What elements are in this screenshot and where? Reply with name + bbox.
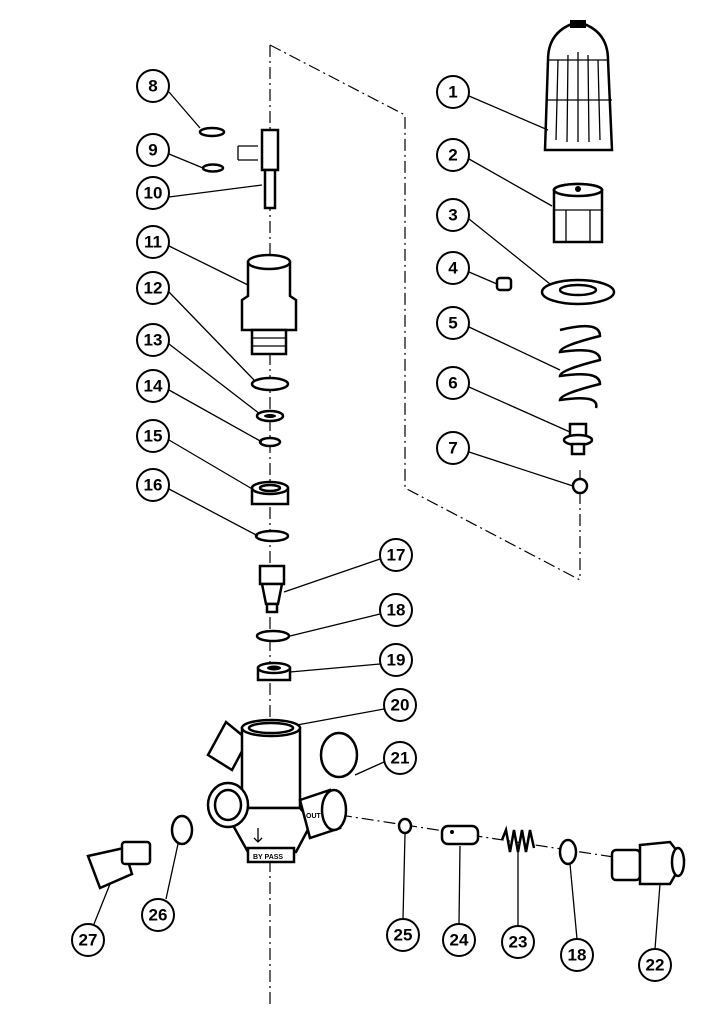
part-3-washer (540, 278, 616, 306)
svg-text:27: 27 (79, 931, 98, 950)
part-25-washer (397, 817, 413, 835)
part-24-piston (440, 824, 480, 846)
part-20-valve-body: OUT BY PASS (206, 718, 348, 864)
callout-17: 17 (379, 538, 413, 572)
callout-5: 5 (436, 306, 470, 340)
callout-23: 23 (501, 925, 535, 959)
svg-text:7: 7 (448, 439, 457, 458)
svg-text:11: 11 (144, 233, 162, 252)
svg-text:14: 14 (144, 377, 163, 396)
part-14-disc (258, 436, 282, 448)
part-16-o-ring (254, 529, 290, 543)
bypass-marking: BY PASS (253, 854, 283, 861)
callout-1: 1 (436, 75, 470, 109)
callout-3: 3 (436, 198, 470, 232)
callout-19: 19 (379, 643, 413, 677)
part-5-spring (558, 324, 602, 409)
callout-9: 9 (136, 133, 170, 167)
callout-26: 26 (141, 898, 175, 932)
part-11-valve-seat-housing (240, 253, 298, 356)
svg-text:23: 23 (509, 933, 528, 952)
svg-text:13: 13 (144, 331, 163, 350)
svg-text:12: 12 (144, 279, 163, 298)
callouts: 1 2 3 4 5 6 7 8 9 10 11 12 13 14 15 16 1… (71, 69, 672, 982)
part-17-valve (258, 564, 286, 614)
part-6-piston (562, 422, 594, 456)
svg-text:15: 15 (144, 427, 163, 446)
svg-text:1: 1 (448, 83, 457, 102)
part-13-washer (255, 409, 285, 423)
part-10-stem (237, 128, 280, 210)
svg-text:17: 17 (387, 546, 406, 565)
callout-25: 25 (386, 918, 420, 952)
part-18-o-ring-lower (558, 838, 578, 866)
outlet-marking: OUT (306, 813, 322, 820)
callout-6: 6 (436, 366, 470, 400)
svg-text:20: 20 (391, 696, 410, 715)
svg-text:18: 18 (387, 601, 406, 620)
svg-text:26: 26 (149, 906, 168, 925)
callout-7: 7 (436, 431, 470, 465)
callout-15: 15 (136, 419, 170, 453)
callout-4: 4 (436, 251, 470, 285)
callout-27: 27 (71, 923, 105, 957)
part-2-adjuster-nut (552, 182, 604, 244)
svg-text:9: 9 (148, 141, 157, 160)
callout-22: 22 (638, 948, 672, 982)
part-21-o-ring (319, 731, 359, 779)
svg-text:6: 6 (448, 374, 457, 393)
part-26-o-ring (170, 814, 194, 846)
callout-8: 8 (136, 69, 170, 103)
callout-16: 16 (136, 468, 170, 502)
callout-2: 2 (436, 138, 470, 172)
svg-text:2: 2 (448, 146, 457, 165)
svg-text:22: 22 (646, 956, 665, 975)
part-19-seat (256, 661, 292, 682)
svg-text:24: 24 (450, 931, 469, 950)
svg-text:5: 5 (448, 314, 457, 333)
part-27-plug (86, 840, 152, 890)
svg-text:19: 19 (387, 651, 406, 670)
part-15-seat (250, 480, 290, 506)
part-7-ball (571, 477, 589, 495)
svg-text:25: 25 (394, 926, 413, 945)
part-22-fitting (610, 840, 686, 886)
part-1-knob (543, 20, 614, 152)
svg-text:21: 21 (391, 749, 410, 768)
part-23-spring (500, 825, 536, 853)
svg-text:16: 16 (144, 476, 163, 495)
part-4-plug (495, 276, 513, 292)
callout-21: 21 (383, 741, 417, 775)
callout-24: 24 (442, 923, 476, 957)
callout-11: 11 (136, 225, 170, 259)
svg-text:18: 18 (568, 946, 587, 965)
part-9-o-ring (201, 163, 225, 173)
svg-text:8: 8 (148, 77, 157, 96)
callout-18-upper: 18 (379, 593, 413, 627)
leader-lines (93, 91, 661, 950)
callout-13: 13 (136, 323, 170, 357)
callout-20: 20 (383, 688, 417, 722)
callout-18-lower: 18 (560, 938, 594, 972)
callout-14: 14 (136, 369, 170, 403)
svg-text:4: 4 (448, 259, 458, 278)
callout-12: 12 (136, 271, 170, 305)
callout-10: 10 (136, 176, 170, 210)
part-8-o-ring (198, 126, 226, 138)
part-18-o-ring-upper (255, 629, 291, 643)
svg-text:3: 3 (448, 206, 457, 225)
part-12-o-ring (250, 376, 290, 392)
svg-text:10: 10 (144, 184, 163, 203)
